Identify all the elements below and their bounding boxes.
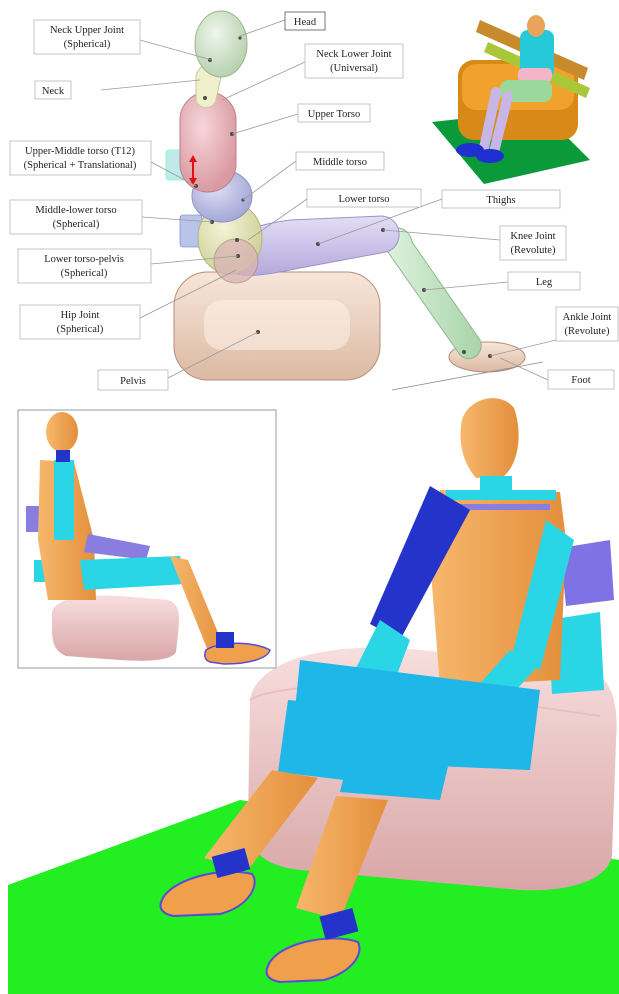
svg-text:Pelvis: Pelvis xyxy=(120,376,146,387)
fe-head xyxy=(461,398,519,478)
svg-text:Knee Joint: Knee Joint xyxy=(510,231,555,242)
label-hip-joint: Hip Joint (Spherical) xyxy=(20,305,140,339)
svg-text:(Revolute): (Revolute) xyxy=(565,326,610,337)
svg-text:Foot: Foot xyxy=(571,375,590,386)
svg-text:Middle-lower torso: Middle-lower torso xyxy=(35,205,116,216)
label-knee-joint: Knee Joint (Revolute) xyxy=(500,226,566,260)
svg-text:Upper Torso: Upper Torso xyxy=(308,109,360,120)
label-foot: Foot xyxy=(548,370,614,389)
svg-text:Head: Head xyxy=(294,17,317,28)
svg-text:(Spherical): (Spherical) xyxy=(64,39,111,50)
label-middle-torso: Middle torso xyxy=(296,152,384,170)
hip-sphere xyxy=(214,239,258,283)
label-upper-middle-torso: Upper-Middle torso (T12) (Spherical + Tr… xyxy=(10,141,151,175)
svg-text:Neck Lower Joint: Neck Lower Joint xyxy=(316,49,391,60)
label-ankle-joint: Ankle Joint (Revolute) xyxy=(556,307,618,341)
label-lower-torso-pelvis: Lower torso-pelvis (Spherical) xyxy=(18,249,151,283)
label-pelvis: Pelvis xyxy=(98,370,168,390)
svg-text:Leg: Leg xyxy=(536,277,553,288)
label-neck-lower-joint: Neck Lower Joint (Universal) xyxy=(305,44,403,78)
svg-text:(Spherical): (Spherical) xyxy=(61,268,108,279)
label-thighs: Thighs xyxy=(442,190,560,208)
label-leg: Leg xyxy=(508,272,580,290)
svg-text:Middle torso: Middle torso xyxy=(313,157,367,168)
svg-text:Thighs: Thighs xyxy=(486,195,515,206)
side-view-inset xyxy=(18,410,276,668)
label-neck-upper-joint: Neck Upper Joint (Spherical) xyxy=(34,20,140,54)
svg-text:Lower torso-pelvis: Lower torso-pelvis xyxy=(44,254,124,265)
svg-text:Lower torso: Lower torso xyxy=(338,194,389,205)
svg-text:(Spherical + Translational): (Spherical + Translational) xyxy=(24,160,137,171)
head-body xyxy=(195,11,247,77)
svg-text:Hip Joint: Hip Joint xyxy=(61,310,100,321)
svg-text:Ankle Joint: Ankle Joint xyxy=(563,312,612,323)
svg-text:(Revolute): (Revolute) xyxy=(511,245,556,256)
label-upper-torso: Upper Torso xyxy=(298,104,370,122)
svg-text:Upper-Middle torso (T12): Upper-Middle torso (T12) xyxy=(25,146,136,157)
label-lower-torso: Lower torso xyxy=(307,189,421,207)
svg-text:Neck: Neck xyxy=(42,86,65,97)
mini-dummy-render xyxy=(432,15,590,184)
label-neck: Neck xyxy=(35,81,71,99)
svg-text:(Spherical): (Spherical) xyxy=(57,324,104,335)
label-head: Head xyxy=(285,12,325,30)
svg-text:Neck Upper Joint: Neck Upper Joint xyxy=(50,25,124,36)
label-middle-lower-torso: Middle-lower torso (Spherical) xyxy=(10,200,142,234)
svg-text:(Spherical): (Spherical) xyxy=(53,219,100,230)
svg-text:(Universal): (Universal) xyxy=(330,63,378,74)
